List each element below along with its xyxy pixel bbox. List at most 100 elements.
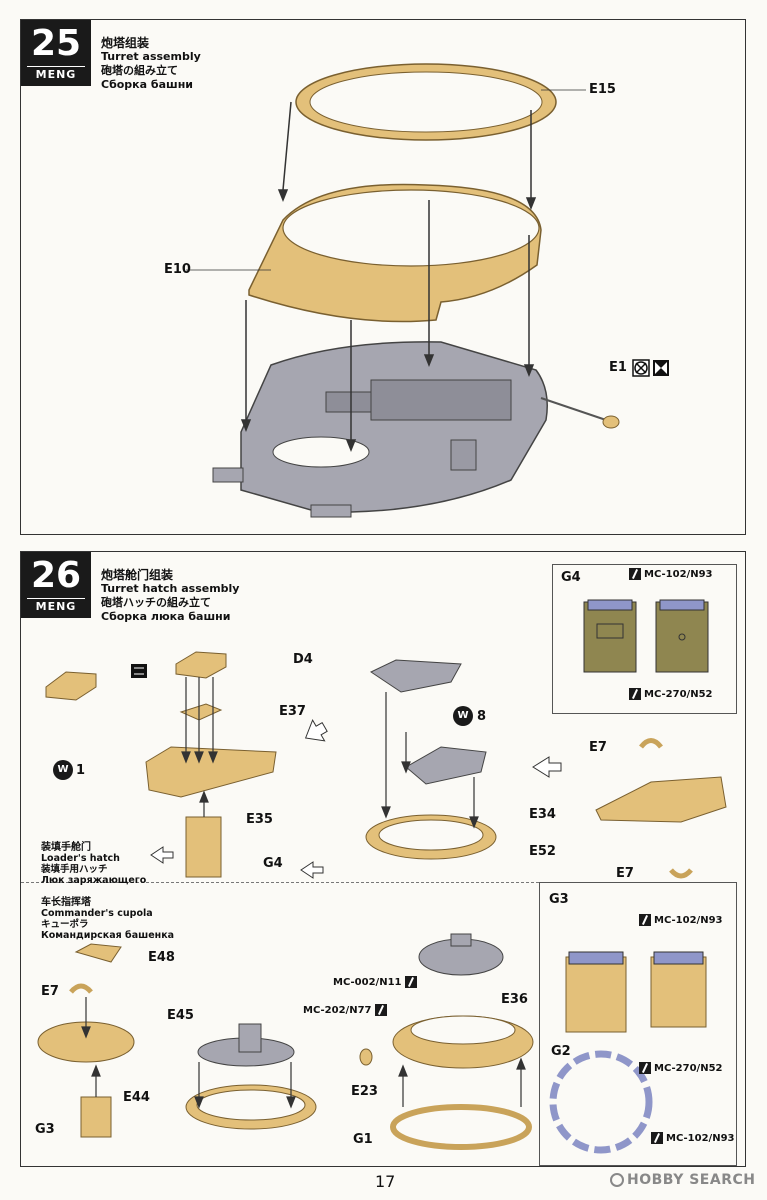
label-e45: E45 [167,1008,194,1023]
label-e36: E36 [501,992,528,1007]
part-g3-hinge [80,1096,112,1138]
watermark-text: HOBBY SEARCH [627,1172,756,1188]
part-e37 [179,703,223,721]
title-jp: 砲塔の組み立て [101,64,178,77]
loader-jp: 装填手用ハッチ [41,864,108,875]
label-e34: E34 [529,807,556,822]
label-w8: 8 [477,709,487,724]
label-e7-cupola: E7 [41,984,59,999]
watermark: HOBBY SEARCH [610,1172,755,1188]
turret-ring-e15 [295,63,557,141]
part-d4 [175,651,227,679]
label-e10: E10 [164,262,191,277]
label-w1: 1 [76,763,86,778]
label-g3: G3 [35,1122,55,1137]
part-e7-bottom [669,868,693,879]
step-titles: 炮塔组装 Turret assembly 砲塔の組み立て Сборка башн… [101,36,201,92]
label-e52: E52 [529,844,556,859]
title-cn: 炮塔舱门组装 [101,568,174,582]
label-e15: E15 [589,82,616,97]
step-badge: 25 MENG [21,20,91,86]
part-hatch-mid-gray [405,746,487,785]
swap-icon [131,664,147,678]
middle-arrows [381,692,479,829]
part-g4-front [583,599,637,673]
part-e52-ring [365,814,497,860]
paint-code: MC-002/N11 [333,976,420,988]
paint-brush-icon [639,1062,651,1074]
label-g1: G1 [353,1132,373,1147]
part-w1-handle [45,671,97,701]
loader-hatch-label: 装填手舱门 Loader's hatch 装填手用ハッチ Люк заряжаю… [41,842,146,886]
assembly-arrows [240,101,537,453]
commander-jp: キューポラ [41,919,89,930]
step-26-panel: 26 MENG 炮塔舱门组装 Turret hatch assembly 砲塔ハ… [20,551,746,1167]
title-en: Turret assembly [101,50,201,63]
paint-brush-icon [629,568,641,580]
label-e23: E23 [351,1084,378,1099]
label-g4: G4 [263,856,283,871]
loader-en: Loader's hatch [41,853,120,864]
title-cn: 炮塔组装 [101,36,150,50]
commander-ru: Командирская башенка [41,930,175,941]
paint-box-g4 [552,564,737,714]
brand-logo: MENG [27,66,85,83]
commander-en: Commander's cupola [41,908,153,919]
label-g3-box: G3 [549,892,569,907]
title-jp: 砲塔ハッチの組み立て [101,596,211,609]
pin-e1 [540,397,620,429]
label-e44: E44 [123,1090,150,1105]
paint-label: MC-270/N52 [654,1063,723,1074]
loader-cn: 装填手舱门 [41,842,91,853]
part-e35-hatch [145,746,277,798]
step-number: 26 [30,555,82,596]
part-g3-back [650,951,707,1028]
paint-brush-icon [374,1004,387,1016]
label-e7-bottom: E7 [616,866,634,881]
part-g1-ring [390,1104,532,1150]
direction-arrows [150,718,562,879]
paint-box-g3-g2 [539,882,737,1166]
label-g4-box: G4 [561,570,581,585]
paint-brush-icon [639,914,651,926]
movable-icon [653,360,669,376]
part-g2-ring [549,1050,653,1154]
label-e1: E1 [609,360,627,375]
paint-brush-icon [651,1132,663,1144]
label-e7-top: E7 [589,740,607,755]
paint-code: MC-202/N77 [303,1004,390,1016]
part-g3-front [565,951,627,1033]
brand-logo: MENG [27,598,85,615]
page-number: 17 [375,1172,396,1191]
step-number: 25 [30,23,82,64]
paint-code: MC-102/N93 [629,568,712,580]
hatch-assembly-diagram [37,599,727,1154]
paint-code: MC-102/N93 [651,1132,734,1144]
part-e7-cupola [69,983,93,994]
step-badge: 26 MENG [21,552,91,618]
title-ru: Сборка башни [101,78,193,91]
w-decal-icon: W [53,760,73,780]
paint-label: MC-102/N93 [654,915,723,926]
part-e34 [595,776,727,823]
label-g2-box: G2 [551,1044,571,1059]
loader-arrows [181,677,218,817]
paint-brush-icon [629,688,641,700]
paint-label: MC-002/N11 [333,977,402,988]
part-g4-back [655,599,709,673]
step-25-panel: 25 MENG 炮塔组装 Turret assembly 砲塔の組み立て Сбо… [20,19,746,535]
leader-lines [186,89,586,271]
cupola-arrows [81,997,526,1109]
turret-top-e10 [248,183,542,323]
label-e48: E48 [148,950,175,965]
section-divider [21,882,539,883]
title-ru: Сборка люка башни [101,610,231,623]
paint-code: MC-102/N93 [639,914,722,926]
part-e44-ring [185,1023,317,1130]
step-titles: 炮塔舱门组装 Turret hatch assembly 砲塔ハッチの組み立て … [101,568,239,624]
label-d4: D4 [293,652,313,667]
no-glue-icon [632,359,650,377]
title-en: Turret hatch assembly [101,582,240,595]
turret-assembly-diagram [186,63,669,518]
part-e23 [359,1048,373,1066]
